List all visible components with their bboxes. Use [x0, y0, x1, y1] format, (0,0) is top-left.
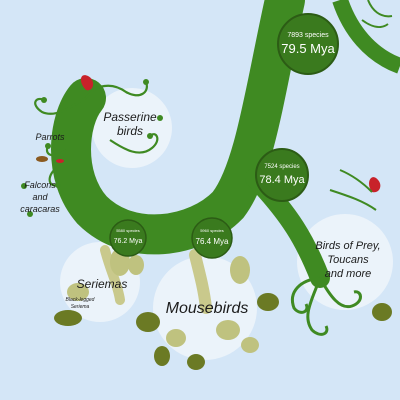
node-78-4[interactable]: 7524 species 78.4 Mya	[255, 148, 309, 202]
label-line: and more	[325, 268, 371, 280]
node-79-5[interactable]: 7893 species 79.5 Mya	[277, 13, 339, 75]
node-species: 5580 species	[116, 228, 140, 233]
label-falcons[interactable]: Falcons and caracaras	[20, 180, 60, 214]
node-76-2[interactable]: 5580 species 76.2 Mya	[109, 219, 147, 257]
node-76-4[interactable]: 5960 species 76.4 Mya	[191, 217, 233, 259]
label-line: Birds of Prey,	[315, 240, 380, 252]
label-line: Passerine	[103, 110, 157, 124]
label-birds-of-prey[interactable]: Birds of Prey, Toucans and more	[315, 240, 380, 280]
red-leaf-right	[369, 177, 381, 193]
label-seriema-species[interactable]: Black-legged Seriema	[66, 297, 95, 310]
label-line: Seriema	[71, 304, 90, 310]
mousebirds-dark-leaves	[136, 293, 392, 370]
red-leaf-small	[56, 159, 64, 163]
label-line: birds	[117, 124, 143, 138]
label-line: and	[32, 192, 48, 202]
red-leaf	[80, 75, 94, 91]
node-species: 7893 species	[287, 32, 329, 39]
label-line: Toucans	[327, 254, 369, 266]
node-age: 78.4 Mya	[259, 174, 305, 186]
label-passerine[interactable]: Passerine birds	[103, 110, 157, 138]
label-line: Falcons	[24, 180, 56, 190]
node-age: 79.5 Mya	[281, 41, 335, 56]
label-parrots[interactable]: Parrots	[35, 132, 65, 142]
node-species: 5960 species	[200, 228, 224, 233]
label-line: caracaras	[20, 204, 60, 214]
label-mousebirds[interactable]: Mousebirds	[166, 300, 249, 317]
passerine-leaves	[21, 79, 163, 217]
brown-leaf	[36, 156, 48, 162]
mousebirds-leaves	[166, 256, 259, 353]
node-age: 76.4 Mya	[196, 237, 229, 246]
label-line: Black-legged	[66, 297, 95, 303]
node-species: 7524 species	[264, 164, 299, 170]
seriemas-dark-leaf	[54, 310, 82, 326]
node-age: 76.2 Mya	[114, 238, 143, 245]
label-seriemas[interactable]: Seriemas	[77, 277, 128, 291]
upper-right-twigs	[329, 0, 393, 211]
birds-of-prey-twigs	[291, 276, 362, 336]
